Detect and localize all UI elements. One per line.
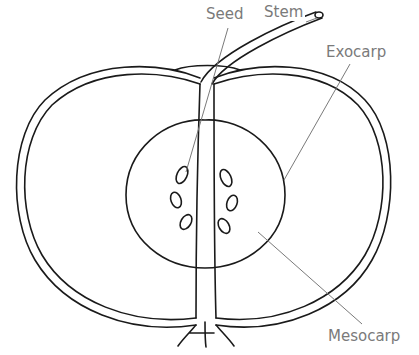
leader-line (186, 28, 228, 172)
apple-skin (25, 74, 200, 319)
core-line (196, 84, 200, 318)
part-label: Exocarp (324, 44, 388, 61)
stem (212, 18, 322, 84)
leader-line (284, 64, 350, 180)
apple-core (126, 120, 285, 268)
stem-tip (315, 12, 323, 18)
seed (178, 213, 195, 232)
part-label: Stem (262, 4, 305, 21)
apple-top (175, 66, 240, 71)
leader-line (306, 18, 317, 22)
calyx (178, 322, 234, 347)
seed (174, 165, 191, 186)
seed (216, 217, 233, 236)
core-line (214, 84, 216, 318)
apple-skin (214, 74, 383, 319)
apple-skin (17, 67, 200, 327)
seed (169, 191, 184, 209)
part-label: Seed (204, 6, 246, 23)
leader-line (258, 232, 362, 324)
apple-skin (214, 67, 391, 327)
seed (218, 168, 235, 189)
seed (225, 194, 240, 212)
part-label: Mesocarp (326, 328, 402, 345)
